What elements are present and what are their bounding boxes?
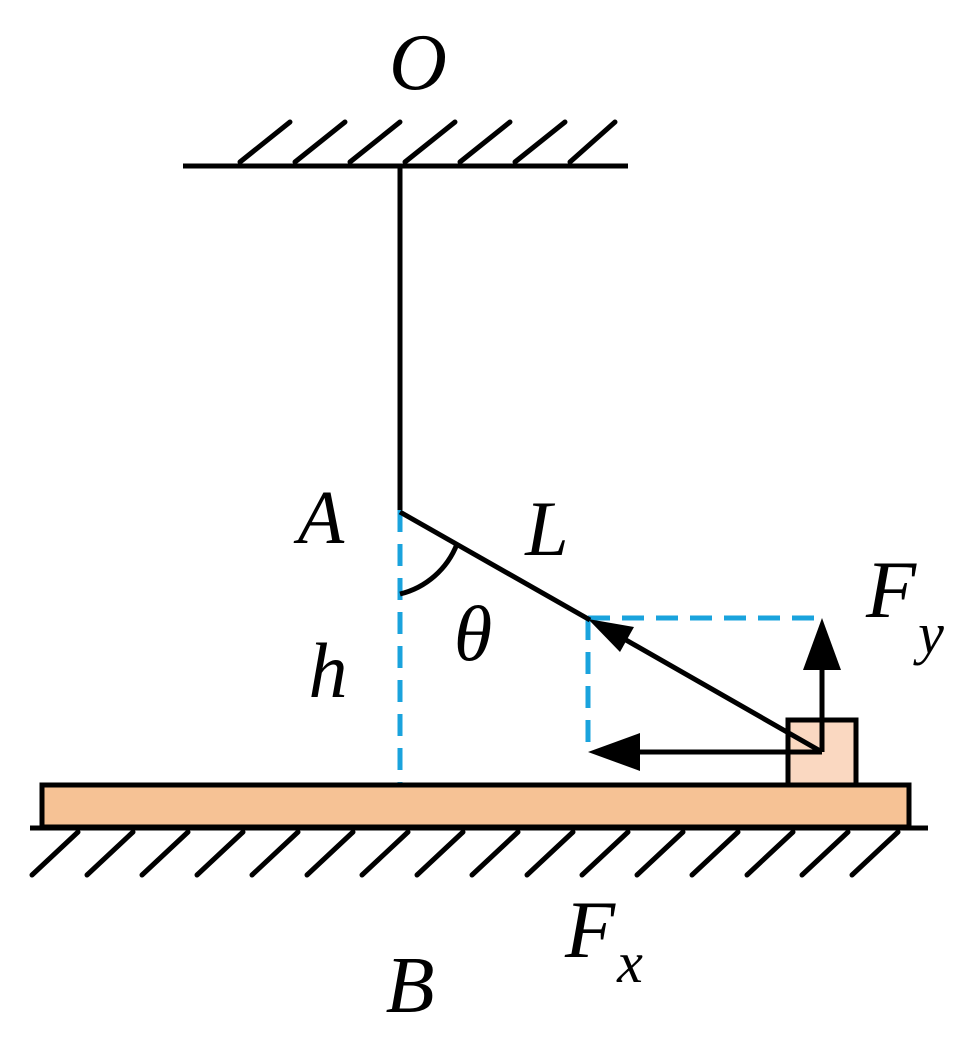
floor-hatching: [29, 829, 901, 878]
tension-arrowhead: [588, 619, 634, 652]
fx-arrow: [588, 733, 822, 771]
ceiling-support: [183, 119, 628, 169]
label-fx-main: F: [564, 884, 616, 975]
label-fx: Fx: [564, 884, 643, 995]
label-h: h: [309, 627, 348, 714]
fy-arrowhead: [803, 618, 841, 670]
ceiling-hatching: [237, 119, 618, 165]
label-a: A: [293, 476, 345, 560]
theta-angle-arc: [399, 543, 460, 597]
label-theta: θ: [454, 590, 492, 677]
floor-support: [29, 825, 928, 878]
label-fx-subscript: x: [616, 930, 643, 995]
force-component-rectangle: [585, 615, 822, 752]
label-fy-subscript: y: [913, 601, 944, 666]
board: [39, 782, 912, 830]
label-l: L: [524, 485, 568, 572]
label-o: O: [389, 19, 447, 107]
label-b: B: [386, 942, 435, 1030]
label-fy-main: F: [865, 544, 917, 635]
rope-segment-l: [398, 509, 592, 623]
label-fy: Fy: [865, 544, 944, 666]
tension-arrow: [588, 619, 824, 755]
fy-arrow: [803, 618, 841, 752]
fx-arrowhead: [588, 733, 640, 771]
